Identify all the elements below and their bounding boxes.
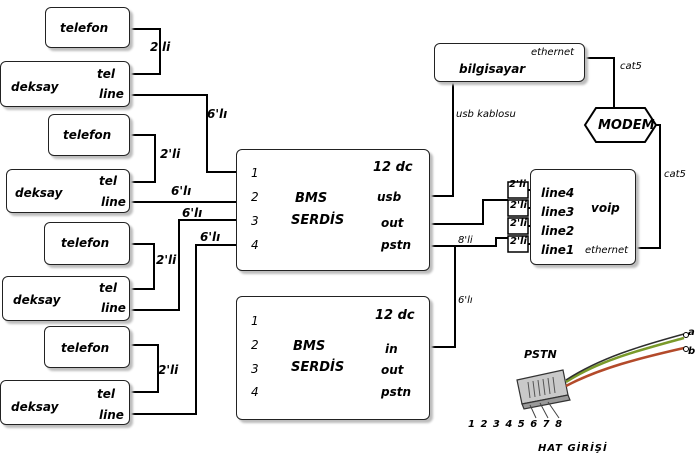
tel-port-label: tel	[99, 281, 117, 295]
telefon-box-1: telefon	[45, 7, 130, 48]
usb-label: usb	[377, 190, 402, 204]
telefon-label: telefon	[61, 236, 110, 250]
bms-title: BMS	[293, 339, 326, 354]
cable-2li-3: 2'li	[156, 253, 177, 267]
deksay-label: deksay	[13, 293, 61, 307]
line-port-label: line	[101, 301, 126, 315]
port-1: 1	[251, 314, 259, 328]
cable-2li-2: 2'li	[160, 147, 181, 161]
cable-6li-bms-link: 6'lı	[458, 295, 473, 306]
deksay-label: deksay	[15, 186, 63, 200]
cable-6li-3: 6'lı	[182, 206, 203, 220]
pin-numbers: 1 2 3 4 5 6 7 8	[468, 419, 564, 430]
line2-label: line2	[541, 224, 575, 238]
cable-2li-1: 2'li	[150, 40, 171, 54]
cable-6li-4: 6'lı	[200, 230, 221, 244]
wire-tel1	[130, 28, 161, 75]
deksay-box-4: deksay tel line	[0, 380, 130, 425]
dc-label: 12 dc	[375, 308, 415, 323]
line-port-label: line	[99, 408, 124, 422]
telefon-label: telefon	[61, 341, 110, 355]
out-label: out	[381, 216, 404, 230]
wire-usb	[430, 82, 454, 197]
cable-8li-label: 8'li	[458, 235, 473, 246]
telefon-box-4: telefon	[44, 326, 130, 368]
pstn-title: PSTN	[524, 348, 557, 361]
wire-tel4	[130, 344, 159, 393]
wire-line4	[130, 244, 236, 415]
wire-line1	[130, 94, 236, 173]
wire-bms-link	[430, 246, 456, 348]
telefon-label: telefon	[60, 21, 109, 35]
port-2: 2	[251, 190, 259, 204]
wire-tel3	[130, 243, 155, 290]
line1-label: line1	[541, 243, 575, 257]
deksay-box-2: deksay tel line	[6, 169, 130, 213]
tel-port-label: tel	[97, 67, 115, 81]
computer-label: bilgisayar	[459, 62, 526, 76]
pstn-label: pstn	[381, 238, 412, 252]
wire-out-voip	[430, 199, 508, 225]
bms-serdis-box-1: 1 2 3 4 BMS SERDİS 12 dc usb out pstn	[236, 149, 430, 271]
cable-6li-1: 6'lı	[207, 107, 228, 121]
port-4: 4	[251, 238, 259, 252]
dc-label: 12 dc	[373, 160, 413, 175]
modem-shape	[583, 107, 658, 143]
telefon-box-3: telefon	[44, 222, 130, 265]
cable-2li-4: 2'li	[158, 363, 179, 377]
deksay-label: deksay	[11, 80, 59, 94]
tel-port-label: tel	[99, 174, 117, 188]
cat5-top-label: cat5	[620, 61, 642, 72]
port-2: 2	[251, 338, 259, 352]
pstn-jack-shape	[516, 369, 571, 410]
telefon-label: telefon	[63, 128, 112, 142]
line-port-label: line	[99, 87, 124, 101]
voip-port-label-1: 2'li	[510, 236, 527, 247]
voip-port-label-2: 2'li	[510, 218, 527, 229]
out-label: out	[381, 363, 404, 377]
line-port-label: line	[101, 195, 126, 209]
serdis-title: SERDİS	[291, 360, 345, 375]
in-label: in	[385, 342, 398, 356]
wire-b-label: b	[688, 346, 696, 357]
wire-cat5-top	[585, 57, 615, 107]
tel-port-label: tel	[97, 387, 115, 401]
wire-line3	[130, 219, 236, 311]
wire-cat5-right	[636, 124, 661, 249]
cat5-right-label: cat5	[664, 169, 686, 180]
modem-label: MODEM	[598, 118, 655, 133]
usb-cable-label: usb kablosu	[456, 109, 516, 120]
port-1: 1	[251, 166, 259, 180]
bms-title: BMS	[295, 191, 328, 206]
wire-a-label: a	[688, 327, 695, 338]
line3-label: line3	[541, 205, 575, 219]
ethernet-port-label: ethernet	[585, 245, 629, 256]
port-3: 3	[251, 214, 259, 228]
computer-box: bilgisayar ethernet	[434, 43, 585, 82]
ethernet-port-label: ethernet	[531, 47, 575, 58]
port-4: 4	[251, 385, 259, 399]
telefon-box-2: telefon	[48, 114, 130, 156]
voip-label: voip	[591, 201, 620, 215]
wire-pstn-voip	[430, 237, 508, 247]
hat-girisi-caption: HAT GİRİŞİ	[538, 443, 608, 454]
wire-tel2	[130, 134, 156, 183]
bms-serdis-box-2: 1 2 3 4 BMS SERDİS 12 dc in out pstn	[236, 296, 430, 420]
voip-box: line4 line3 line2 line1 voip ethernet	[530, 169, 636, 265]
voip-port-label-4: 2'li	[509, 179, 526, 190]
pstn-label: pstn	[381, 385, 412, 399]
line4-label: line4	[541, 186, 575, 200]
deksay-label: deksay	[11, 400, 59, 414]
port-3: 3	[251, 362, 259, 376]
serdis-title: SERDİS	[291, 213, 345, 228]
deksay-box-3: deksay tel line	[2, 276, 130, 321]
cable-6li-2: 6'lı	[171, 184, 192, 198]
voip-port-label-3: 2'li	[510, 200, 527, 211]
deksay-box-1: deksay tel line	[0, 61, 130, 107]
